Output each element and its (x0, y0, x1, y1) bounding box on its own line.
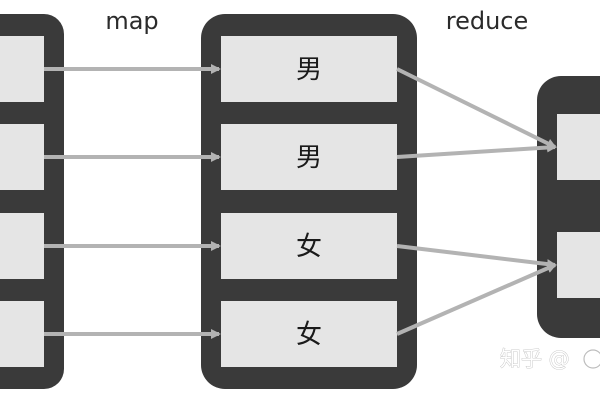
map-output-cell-3 (221, 213, 397, 279)
map-output-container: 男 男 女 女 (201, 14, 417, 389)
reduce-arrow-2 (396, 142, 557, 159)
map-label: map (105, 7, 158, 35)
reduce-arrow-1 (396, 67, 557, 149)
map-output-cell-2 (221, 124, 397, 190)
map-output-cell-3-text: 女 (296, 232, 322, 262)
reduce-output-container (537, 76, 600, 338)
reduce-arrow-3 (396, 244, 557, 270)
map-output-cell-2-text: 男 (296, 143, 322, 173)
input-cell-4 (0, 301, 44, 367)
input-container (0, 14, 64, 389)
input-cell-1 (0, 36, 44, 102)
reduce-arrow-4 (396, 263, 557, 336)
input-container-bg (0, 14, 64, 389)
reduce-output-cell-1 (557, 114, 600, 180)
reduce-output-cell-2 (557, 232, 600, 298)
watermark-text: 知乎 @ (500, 347, 570, 371)
map-output-cell-1 (221, 36, 397, 102)
map-output-container-bg (201, 14, 417, 389)
reduce-label: reduce (446, 7, 529, 35)
map-output-cell-4-text: 女 (296, 320, 322, 350)
map-output-cell-1-text: 男 (296, 55, 322, 85)
map-output-cell-4 (221, 301, 397, 367)
input-cell-3 (0, 213, 44, 279)
watermark-avatar-icon (583, 349, 600, 369)
input-cell-2 (0, 124, 44, 190)
